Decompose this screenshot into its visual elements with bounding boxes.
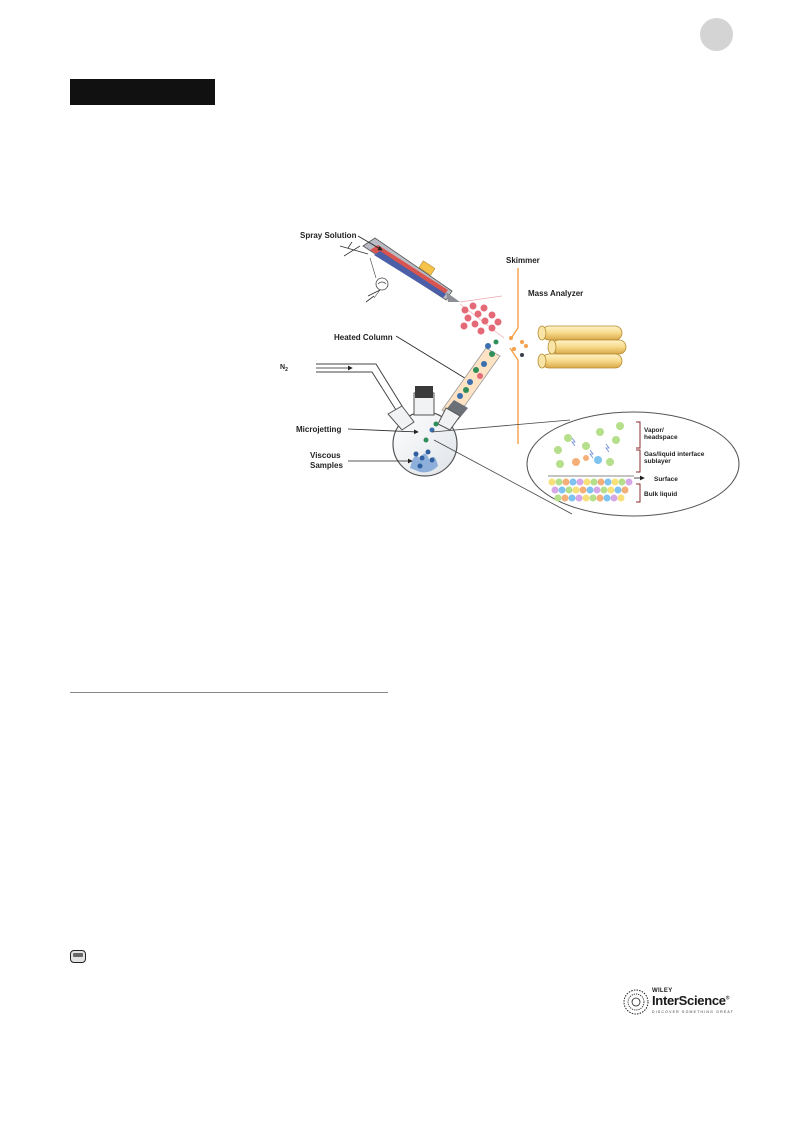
page-number-badge [700,18,733,51]
nitrogen-inlet [316,363,403,411]
wiley-interscience-logo: WILEY InterScience® DISCOVER SOMETHING G… [622,988,735,1018]
interface-magnification [526,411,740,517]
label-skimmer: Skimmer [506,256,540,265]
label-bulk-liquid: Bulk liquid [644,491,677,498]
footnote-rule [70,692,388,693]
interface-surface-layer [548,478,633,486]
label-gas-liquid-interface: Gas/liquid interface [644,451,705,458]
label-microjetting: Microjetting [296,425,341,434]
spray-plume [459,295,505,339]
interface-bulk-layer [551,486,629,502]
globe-icon [623,989,649,1015]
label-vapor: Vapor/ [644,427,664,434]
logo-wiley-text: WILEY [652,988,673,994]
label-mass-analyzer: Mass Analyzer [528,289,583,298]
label-headspace: headspace [644,434,678,441]
schematic-diagram: Spray Solution Skimmer Mass Analyzer [280,231,740,517]
color-figure-icon [70,950,86,963]
label-spray-solution: Spray Solution [300,231,357,240]
heated-column [441,339,501,420]
skimmer [509,268,528,444]
label-surface: Surface [654,476,678,483]
logo-tagline: DISCOVER SOMETHING GREAT [652,1010,735,1014]
label-samples: Samples [310,461,343,470]
label-sublayer: sublayer [644,458,671,465]
section-heading-bar [70,79,215,105]
label-viscous: Viscous [310,451,341,460]
logo-brand-text: InterScience® [652,993,730,1008]
mass-analyzer-rods [537,325,627,369]
figure-ion-source-schematic: Spray Solution Skimmer Mass Analyzer [270,218,750,518]
label-n2: N2 [280,364,288,373]
spray-emitter [339,237,460,303]
label-heated-column: Heated Column [334,333,393,342]
